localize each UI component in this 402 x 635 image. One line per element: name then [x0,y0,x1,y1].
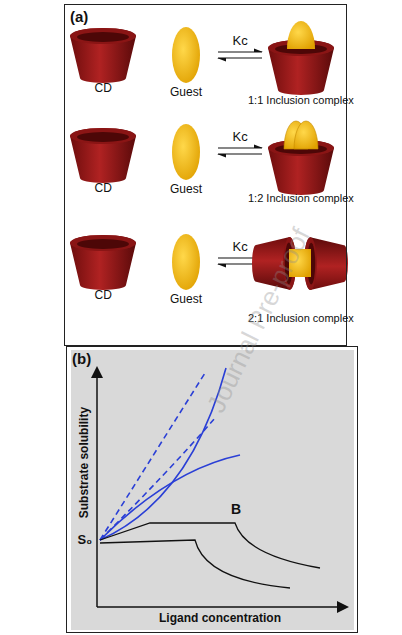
axis-title: Substrate solubility [78,406,91,517]
cd-cone [70,128,136,183]
panel-letter: (b) [72,350,91,367]
guest-label: Guest [170,86,202,99]
equilibrium-arrows [218,148,262,154]
guest-ellipse [172,27,200,83]
guest-ellipse [172,124,200,180]
point-label: B [231,502,241,517]
cd-label: CD [95,82,112,95]
guest-label: Guest [170,293,202,306]
cd-label: CD [95,289,112,302]
intercept-label: S₀ [78,533,93,547]
complex-label: 1:2 Inclusion complex [248,192,354,204]
guest-label: Guest [170,183,202,196]
cd-cone [70,235,136,290]
constant-label: Kc [233,34,248,48]
cd-cone [70,28,136,83]
complex-1-1 [268,21,334,95]
panel-letter: (a) [70,8,88,25]
equilibrium-arrows [218,52,262,58]
cd-label: CD [95,182,112,195]
solubility-curves-black [100,523,320,588]
complex-1-2 [268,121,334,195]
guest-ellipse [172,234,200,290]
constant-label: Kc [233,130,248,144]
axis-title: Ligand concentration [159,612,281,625]
constant-label: Kc [233,240,248,254]
complex-label: 1:1 Inclusion complex [248,94,354,106]
